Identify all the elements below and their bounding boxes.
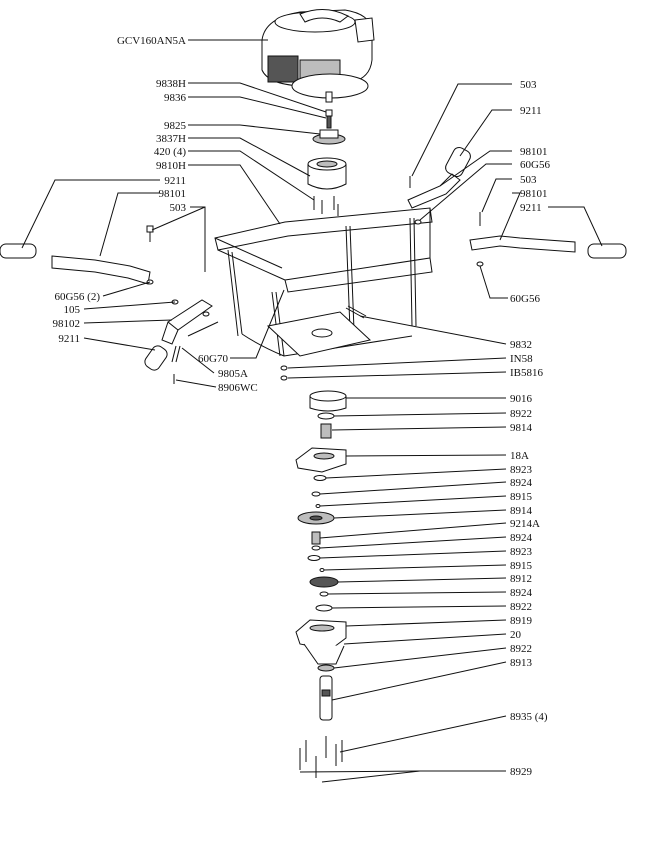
label-503-right: 503 <box>520 79 537 91</box>
label-8906wc: 8906WC <box>218 382 258 394</box>
label-9211-left-b: 9211 <box>58 333 80 345</box>
label-60g56-right-b: 60G56 <box>510 293 540 305</box>
label-8919: 8919 <box>510 615 533 627</box>
bolts-420 <box>313 196 339 216</box>
label-8912: 8912 <box>510 573 532 585</box>
label-8922-b: 8922 <box>510 601 532 613</box>
gearbox-stack <box>280 365 347 721</box>
label-8922-c: 8922 <box>510 643 532 655</box>
label-9805a: 9805A <box>218 368 248 380</box>
label-8923-a: 8923 <box>510 464 533 476</box>
label-60g56-right: 60G56 <box>520 159 550 171</box>
label-3837h: 3837H <box>156 133 186 145</box>
engine-assembly <box>261 9 375 103</box>
label-503-right-b: 503 <box>520 174 537 186</box>
label-98101-left: 98101 <box>159 188 187 200</box>
label-105: 105 <box>64 304 81 316</box>
label-98101-right: 98101 <box>520 146 548 158</box>
label-18a: 18A <box>510 450 529 462</box>
label-60g70: 60G70 <box>198 353 228 365</box>
label-503-left: 503 <box>170 202 187 214</box>
label-20: 20 <box>510 629 522 641</box>
label-9211-right-b: 9211 <box>520 202 542 214</box>
label-9838h: 9838H <box>156 78 186 90</box>
left-handle-assembly <box>0 225 219 384</box>
bottom-bolts <box>299 736 343 778</box>
label-8923-b: 8923 <box>510 546 533 558</box>
label-8915-a: 8915 <box>510 491 533 503</box>
engine-mount-parts <box>312 109 346 145</box>
part-labels: GCV160AN5A 9838H 9836 9825 3837H 420 (4)… <box>53 35 551 778</box>
label-ib5816: IB5816 <box>510 367 544 379</box>
label-engine: GCV160AN5A <box>117 35 186 47</box>
label-9814: 9814 <box>510 422 533 434</box>
right-handle-assembly <box>407 147 627 267</box>
label-420: 420 (4) <box>154 146 186 158</box>
label-8924-b: 8924 <box>510 532 533 544</box>
label-8924-a: 8924 <box>510 477 533 489</box>
label-9810h: 9810H <box>156 160 186 172</box>
label-9016: 9016 <box>510 393 533 405</box>
label-9836: 9836 <box>164 92 187 104</box>
frame-assembly <box>214 207 433 357</box>
label-9214a: 9214A <box>510 518 540 530</box>
coupling-9810h <box>307 157 347 190</box>
label-in58: IN58 <box>510 353 533 365</box>
label-8929: 8929 <box>510 766 533 778</box>
label-9832: 9832 <box>510 339 532 351</box>
label-98102: 98102 <box>53 318 81 330</box>
label-9825: 9825 <box>164 120 187 132</box>
label-8913: 8913 <box>510 657 533 669</box>
label-9211-left: 9211 <box>164 175 186 187</box>
label-98101-right-b: 98101 <box>520 188 548 200</box>
label-8915-b: 8915 <box>510 560 533 572</box>
label-8924-c: 8924 <box>510 587 533 599</box>
leader-lines <box>21 39 603 783</box>
label-9211-right: 9211 <box>520 105 542 117</box>
label-8914: 8914 <box>510 505 533 517</box>
label-8922-a: 8922 <box>510 408 532 420</box>
label-8935: 8935 (4) <box>510 711 548 723</box>
label-60g56-2: 60G56 (2) <box>54 291 100 303</box>
